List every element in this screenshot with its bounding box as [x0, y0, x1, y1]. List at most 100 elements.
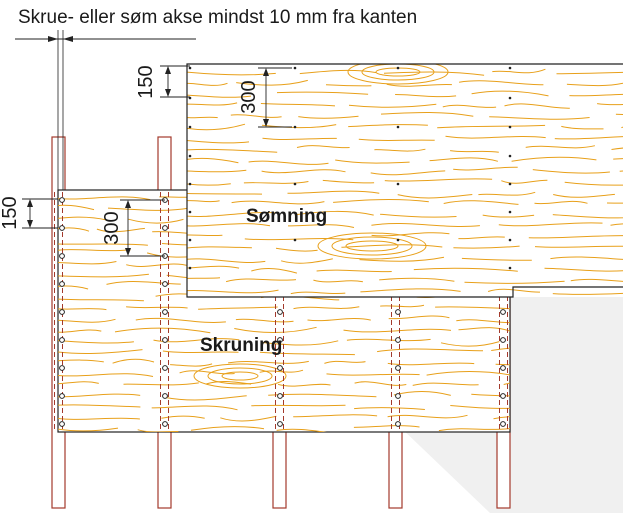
wood-grain-line [58, 261, 117, 265]
wood-grain-line [374, 148, 426, 152]
wood-grain-line [313, 279, 363, 283]
screw-head [162, 309, 168, 315]
wood-grain-line [440, 341, 500, 347]
wood-grain-line [489, 116, 590, 120]
dim-300-left-label: 300 [101, 211, 123, 244]
wood-grain-line [412, 382, 479, 386]
wood-grain-line [275, 247, 318, 252]
screw-head [59, 393, 65, 399]
wood-grain-line [359, 256, 445, 262]
wood-grain-line [324, 360, 366, 364]
wood-grain-line [58, 329, 102, 333]
wood-grain-line [343, 328, 452, 333]
wood-grain-line [58, 340, 134, 344]
screw-head [162, 393, 168, 399]
wood-grain-line [96, 227, 145, 233]
screw-head [59, 197, 65, 203]
wood-knot [331, 236, 413, 256]
wood-grain-line [107, 207, 193, 211]
screw-head [500, 393, 506, 399]
nail-head [188, 182, 192, 186]
wood-grain-line [220, 415, 277, 422]
wood-grain-line [358, 138, 435, 142]
dim-150-left-arrow-up [27, 199, 33, 207]
wood-grain-line [153, 338, 240, 343]
upper-board [187, 64, 623, 297]
wood-grain-line [293, 306, 360, 310]
wood-grain-line [126, 306, 188, 309]
nail-head [293, 125, 297, 129]
wood-grain-line [307, 318, 371, 322]
wood-grain-line [299, 69, 377, 75]
nails [188, 66, 512, 270]
wood-grain-line [491, 347, 510, 351]
wood-grain-line [550, 256, 623, 260]
wood-knot [193, 363, 287, 389]
wood-grain-line [354, 407, 425, 410]
wood-grain-line [606, 202, 623, 204]
wood-grain-line [58, 393, 141, 398]
screw-head [59, 421, 65, 427]
wood-grain-line [322, 179, 375, 184]
wood-grain-line [346, 338, 431, 342]
dim-300-left-arrow-up [125, 200, 131, 208]
wood-grain-line [187, 289, 279, 294]
wood-grain-line [126, 263, 191, 267]
wood-grain-line [187, 234, 223, 237]
wood-grain-line [162, 350, 239, 353]
wood-grain-line [179, 370, 235, 375]
wood-grain-line [287, 190, 380, 194]
wood-grain-line [244, 237, 354, 241]
screw-head [395, 365, 401, 371]
title-text: Skrue- eller søm akse mindst 10 mm fra k… [18, 7, 417, 28]
wood-grain-line [187, 223, 271, 227]
wood-grain-line [564, 181, 623, 186]
wood-grain-line [58, 227, 90, 232]
wood-grain-line [553, 193, 615, 198]
wood-grain-line [230, 114, 282, 118]
dim-300-left-arrow-down [125, 248, 131, 256]
wood-grain-line [445, 135, 546, 139]
screws [59, 197, 506, 427]
wood-grain-line [161, 415, 205, 419]
screw-head [59, 281, 65, 287]
wood-grain-line [384, 178, 493, 182]
upper-board-grain [187, 64, 623, 295]
wood-grain-line [187, 265, 240, 269]
wood-grain-line [333, 199, 429, 203]
wood-grain-line [316, 269, 392, 273]
wood-grain-line [190, 426, 265, 431]
wood-grain-line [528, 235, 623, 239]
wood-grain-line [276, 91, 369, 95]
wood-grain-line [128, 218, 184, 224]
edge-arrow-left [48, 36, 58, 42]
dim-150-left-label: 150 [0, 196, 21, 229]
wood-grain-line [187, 123, 246, 131]
wood-grain-line [296, 210, 374, 216]
nail-head [188, 210, 192, 214]
wood-grain-line [503, 382, 510, 385]
wood-grain-line [293, 414, 378, 418]
screw-head [500, 337, 506, 343]
wood-grain-line [492, 68, 546, 74]
screw-head [500, 421, 506, 427]
screw-head [277, 309, 283, 315]
wood-grain-line [135, 317, 226, 323]
wood-grain-line [251, 268, 298, 274]
nail-head [188, 238, 192, 242]
wood-grain-line [187, 246, 252, 249]
nail-head [396, 125, 400, 129]
wood-grain-line [556, 71, 623, 75]
wood-grain-line [461, 257, 532, 261]
wood-grain-line [151, 405, 238, 411]
wood-grain-line [187, 193, 263, 195]
upper-board-outline [186, 63, 623, 298]
dim-150-left-arrow-down [27, 220, 33, 228]
wood-grain-line [58, 249, 131, 252]
wood-grain-line [450, 150, 499, 153]
screw-head [59, 309, 65, 315]
wood-grain-line [260, 340, 339, 346]
wood-grain-line [360, 288, 461, 293]
wood-grain-line [429, 157, 499, 162]
